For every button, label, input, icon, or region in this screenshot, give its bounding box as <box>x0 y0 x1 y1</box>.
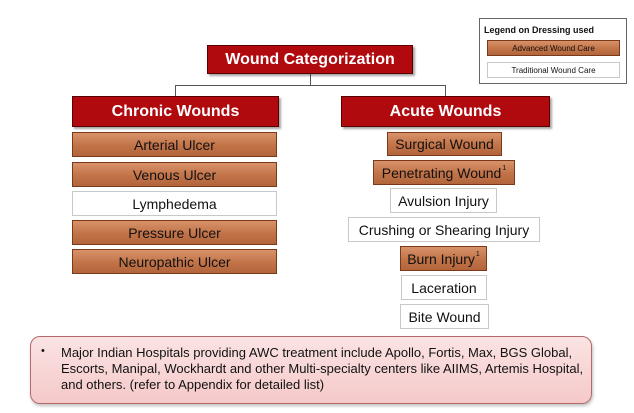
connector-acute-down <box>445 85 446 97</box>
footnote-marker: 1 <box>475 251 480 258</box>
acute-item-avulsion-injury: Avulsion Injury <box>390 188 497 213</box>
connector-chronic-down <box>175 85 176 97</box>
chronic-item-label: Neuropathic Ulcer <box>118 253 231 270</box>
legend-traditional-wound-care: Traditional Wound Care <box>487 62 620 78</box>
diagram-title: Wound Categorization <box>207 45 413 74</box>
acute-item-label: Burn Injury <box>407 250 475 267</box>
chronic-item-arterial-ulcer: Arterial Ulcer <box>72 132 277 157</box>
chronic-item-label: Venous Ulcer <box>132 166 217 183</box>
legend-traditional-label: Traditional Wound Care <box>511 65 596 75</box>
acute-item-crushing-shearing-injury: Crushing or Shearing Injury <box>348 217 540 242</box>
acute-item-label: Bite Wound <box>408 308 481 325</box>
chronic-item-label: Arterial Ulcer <box>134 136 215 153</box>
connector-horizontal <box>175 85 445 86</box>
legend: Legend on Dressing used Advanced Wound C… <box>479 18 627 84</box>
acute-item-label: Crushing or Shearing Injury <box>358 221 530 238</box>
chronic-item-label: Lymphedema <box>132 195 217 212</box>
bullet-icon: • <box>41 345 45 357</box>
footnote-marker: 1 <box>502 165 507 172</box>
chronic-wounds-header: Chronic Wounds <box>72 96 279 127</box>
chronic-item-label: Pressure Ulcer <box>128 224 221 241</box>
chronic-item-lymphedema: Lymphedema <box>72 191 277 216</box>
connector-root-down <box>310 74 311 86</box>
legend-advanced-label: Advanced Wound Care <box>512 43 595 53</box>
chronic-wounds-header-text: Chronic Wounds <box>111 102 240 120</box>
legend-title: Legend on Dressing used <box>484 25 595 35</box>
diagram-title-text: Wound Categorization <box>225 50 395 68</box>
acute-wounds-header: Acute Wounds <box>341 96 550 127</box>
acute-item-label: Avulsion Injury <box>398 192 489 209</box>
chronic-item-neuropathic-ulcer: Neuropathic Ulcer <box>72 249 277 274</box>
acute-item-surgical-wound: Surgical Wound <box>387 132 502 156</box>
acute-item-label: Laceration <box>411 279 477 296</box>
legend-advanced-wound-care: Advanced Wound Care <box>487 40 620 56</box>
acute-item-label: Surgical Wound <box>395 136 494 152</box>
chronic-item-venous-ulcer: Venous Ulcer <box>72 162 277 187</box>
acute-wounds-header-text: Acute Wounds <box>389 102 502 120</box>
acute-item-laceration: Laceration <box>401 275 487 300</box>
acute-item-bite-wound: Bite Wound <box>400 304 489 329</box>
chronic-item-pressure-ulcer: Pressure Ulcer <box>72 220 277 245</box>
acute-item-label: Penetrating Wound <box>381 164 502 181</box>
hospitals-note-text: Major Indian Hospitals providing AWC tre… <box>61 345 584 392</box>
hospitals-note: • Major Indian Hospitals providing AWC t… <box>30 336 592 404</box>
